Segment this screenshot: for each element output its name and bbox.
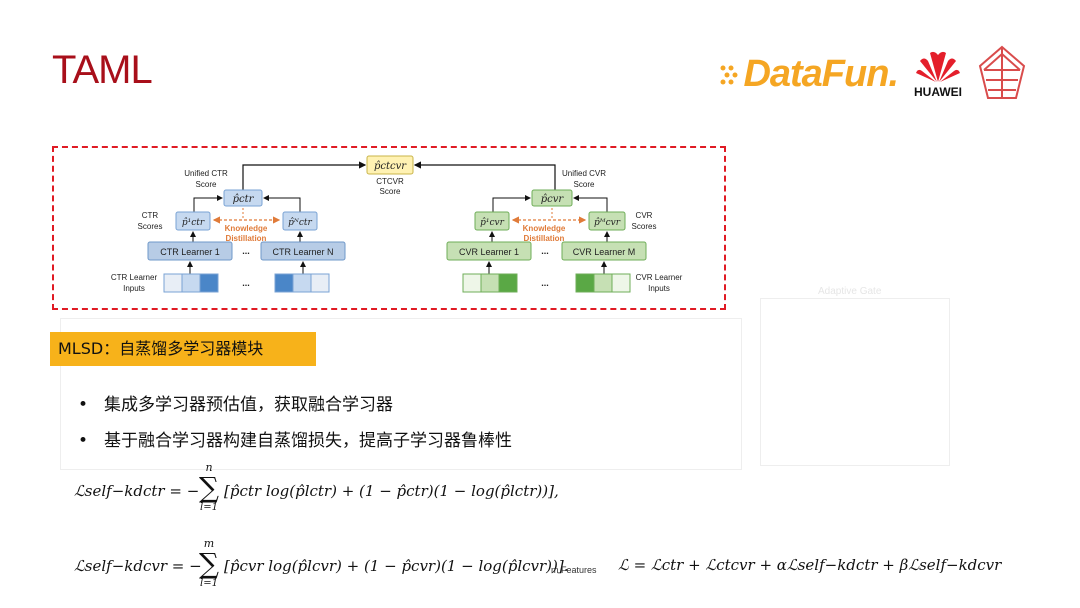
ctcvr-label-2: Score — [380, 187, 401, 196]
cvr-learner-ellipsis: ... — [541, 246, 549, 256]
cvr-input-m-vector — [575, 273, 631, 293]
cvr-input-1-vector — [462, 273, 518, 293]
equation-2-rhs: [p̂cvr log(p̂lcvr) + (1 − p̂cvr)(1 − log… — [224, 557, 569, 575]
cvr-inputs-label-1: CVR Learner — [636, 273, 683, 282]
cvr-score-m-box — [588, 211, 626, 231]
ctr-input-ellipsis: ... — [242, 278, 250, 288]
ctcvr-score-box — [366, 155, 414, 175]
bullet-item: 基于融合学习器构建自蒸馏损失，提高子学习器鲁棒性 — [78, 429, 512, 465]
equation-1-sum-bottom: l=1 — [200, 502, 218, 513]
ctr-learner-ellipsis: ... — [242, 246, 250, 256]
ctr-score-1-symbol: p̂¹ctr — [182, 217, 205, 228]
logo-group: DataFun. HUAWEI — [719, 38, 1028, 110]
datafun-wordmark: DataFun. — [743, 52, 899, 95]
faint-background-box — [60, 318, 742, 470]
datafun-logo: DataFun. — [719, 52, 899, 96]
equation-1-lhs: ℒself−kdctr = − — [74, 482, 200, 500]
cvr-learner-1-box — [446, 241, 532, 261]
ctr-score-n-box — [282, 211, 318, 231]
equation-2-sum: m ∑ l=1 — [197, 538, 221, 590]
section-label: MLSD：自蒸馏多学习器模块 — [50, 332, 316, 366]
cvr-learner-1-label: CVR Learner 1 — [459, 247, 519, 257]
ctr-learner-1-label: CTR Learner 1 — [160, 247, 220, 257]
bullet-list: 集成多学习器预估值，获取融合学习器 基于融合学习器构建自蒸馏损失，提高子学习器鲁… — [78, 393, 512, 465]
highlight-box: p̂ctcvr CTCVR Score Unified CTR Score p̂… — [52, 146, 726, 310]
ctr-score-n-symbol: p̂ᴺctr — [288, 217, 312, 228]
cvr-learner-m-label: CVR Learner M — [573, 247, 636, 257]
ctr-scores-label-2: Scores — [138, 222, 163, 231]
cvr-kd-label-2: Distillation — [524, 234, 565, 243]
huawei-logo: HUAWEI — [914, 49, 962, 99]
unified-cvr-symbol: p̂cvr — [541, 194, 565, 205]
faint-adaptive-gate-label: Adaptive Gate — [818, 286, 882, 297]
cvr-scores-label-2: Scores — [632, 222, 657, 231]
equation-1-rhs: [p̂ctr log(p̂lctr) + (1 − p̂ctr)(1 − log… — [224, 482, 559, 500]
ctr-kd-label-1: Knowledge — [225, 224, 268, 233]
ctr-inputs-label-1: CTR Learner — [111, 273, 158, 282]
ctr-learner-n-label: CTR Learner N — [272, 247, 333, 257]
ctr-scores-label-1: CTR — [142, 211, 159, 220]
cvr-inputs-label-2: Inputs — [648, 284, 670, 293]
equation-2-sum-top: m — [203, 537, 215, 550]
features-fragment-label: m Features — [551, 565, 597, 575]
ctr-score-1-box — [175, 211, 211, 231]
sigma-icon: ∑ — [199, 547, 219, 580]
sigma-icon: ∑ — [199, 471, 219, 504]
unified-cvr-label-2: Score — [574, 180, 595, 189]
cvr-scores-label-1: CVR — [636, 211, 653, 220]
huawei-flower-icon — [916, 51, 960, 82]
unified-ctr-label-2: Score — [196, 180, 217, 189]
ctr-learner-n-box — [260, 241, 346, 261]
ctr-kd-label-2: Distillation — [226, 234, 267, 243]
ctcvr-score-symbol: p̂ctcvr — [374, 161, 407, 172]
slide-title: TAML — [52, 48, 153, 92]
equation-2-lhs: ℒself−kdcvr = − — [74, 557, 202, 575]
cvr-learner-m-box — [561, 241, 647, 261]
ctcvr-label-1: CTCVR — [376, 177, 404, 186]
unified-cvr-box — [531, 189, 573, 207]
unified-ctr-box — [223, 189, 263, 207]
ship-emblem-icon — [978, 45, 1026, 99]
ctr-input-n-vector — [274, 273, 330, 293]
cvr-score-m-symbol: p̂ᴹcvr — [594, 217, 621, 228]
ctr-input-1-vector — [163, 273, 219, 293]
bullet-item: 集成多学习器预估值，获取融合学习器 — [78, 393, 512, 429]
equation-1-sum: n ∑ l=1 — [197, 462, 221, 514]
cvr-kd-label-1: Knowledge — [523, 224, 566, 233]
unified-cvr-label-1: Unified CVR — [562, 169, 606, 178]
mlsd-diagram: p̂ctcvr CTCVR Score Unified CTR Score p̂… — [111, 155, 683, 293]
huawei-wordmark: HUAWEI — [914, 85, 962, 99]
faint-background-box — [760, 298, 950, 466]
cvr-input-ellipsis: ... — [541, 278, 549, 288]
cvr-score-1-box — [474, 211, 510, 231]
cvr-score-1-symbol: p̂¹cvr — [480, 217, 504, 228]
unified-ctr-symbol: p̂ctr — [233, 194, 255, 205]
ctr-inputs-label-2: Inputs — [123, 284, 145, 293]
equation-1-sum-top: n — [205, 461, 213, 474]
ctr-learner-1-box — [147, 241, 233, 261]
equation-2-sum-bottom: l=1 — [200, 578, 218, 589]
unified-ctr-label-1: Unified CTR — [184, 169, 228, 178]
datafun-dots-icon — [720, 65, 738, 85]
equation-3: ℒ = ℒctr + ℒctcvr + αℒself−kdctr + βℒsel… — [618, 556, 1002, 574]
